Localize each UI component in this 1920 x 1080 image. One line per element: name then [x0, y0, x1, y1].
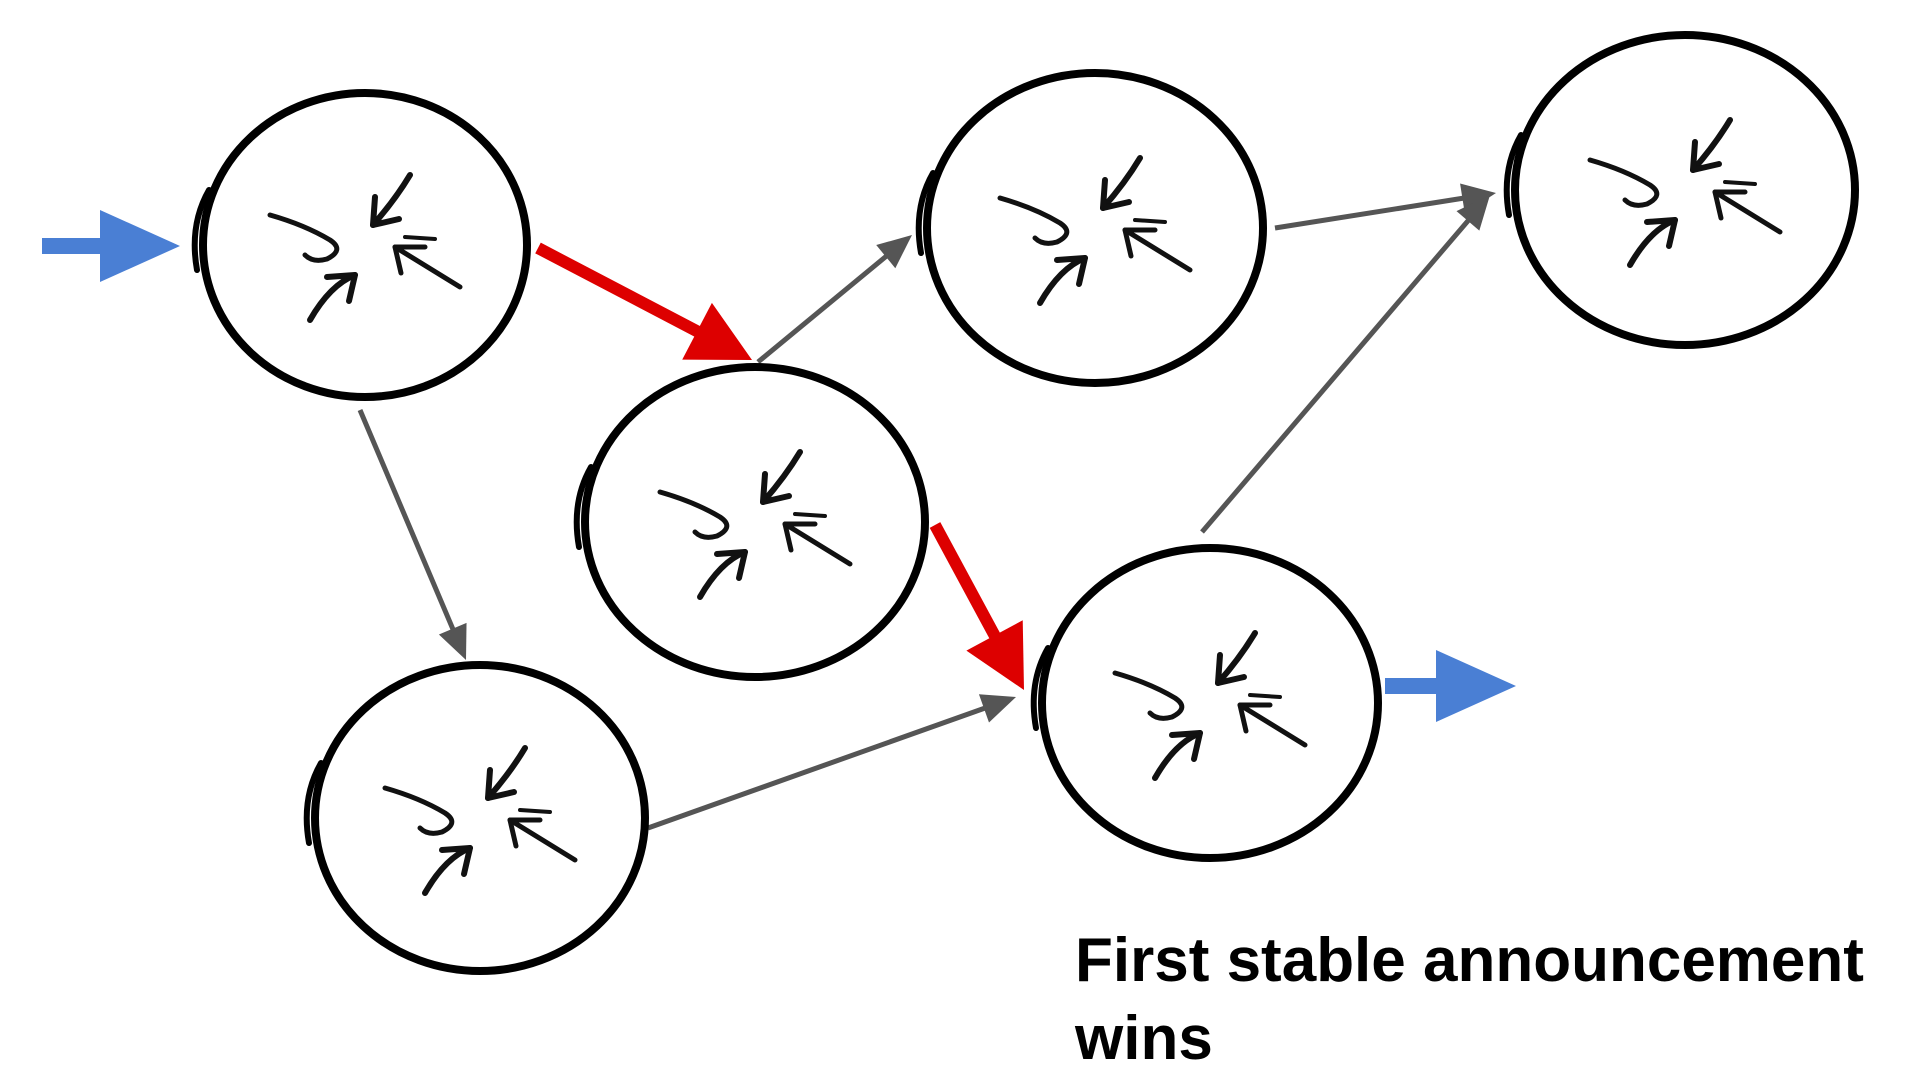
link-r5-r6-head [978, 694, 1016, 723]
link-r3-r2-head [876, 235, 912, 269]
router-node-r4 [1503, 31, 1859, 349]
router-outline [1038, 544, 1382, 862]
link-r6-r4-head [1456, 195, 1490, 231]
router-outline [199, 89, 531, 401]
link-r3-r6-head [966, 620, 1024, 690]
link-r3-r2-arrow [756, 235, 912, 364]
link-r6-r4-shaft [1200, 217, 1472, 534]
link-r5-r6-shaft [647, 705, 987, 831]
link-r6-out-arrow [1385, 650, 1516, 722]
router-outline-tail [915, 170, 936, 256]
router-outline [1511, 31, 1859, 349]
link-r6-r4-arrow [1200, 195, 1490, 534]
link-r1-r3-shaft [535, 242, 702, 338]
router-outline [311, 661, 649, 975]
router-node-r3 [573, 363, 929, 681]
link-r1-r5-arrow [357, 409, 467, 660]
link-r5-r6-arrow [647, 694, 1016, 831]
router-outline-tail [303, 760, 324, 846]
link-r2-r4-arrow [1274, 183, 1496, 231]
router-outline [923, 69, 1267, 387]
link-in-r1-head [100, 210, 180, 282]
router-outline [581, 363, 929, 681]
link-r1-r5-shaft [357, 409, 456, 632]
router-node-r6 [1030, 544, 1382, 862]
router-node-r1 [191, 89, 531, 401]
link-r1-r3-head [682, 302, 752, 360]
link-r1-r5-head [438, 622, 467, 660]
router-outline-tail [1030, 645, 1051, 731]
link-r3-r6-shaft [929, 522, 1001, 641]
link-r3-r2-shaft [756, 253, 889, 364]
link-r1-r3-arrow [535, 242, 752, 360]
router-outline-tail [573, 464, 594, 550]
router-outline-tail [1503, 132, 1524, 218]
link-r6-out-head [1436, 650, 1516, 722]
link-r2-r4-shaft [1274, 195, 1465, 231]
router-node-r5 [303, 661, 649, 975]
caption-text: First stable announcement wins [1075, 926, 1864, 1073]
link-in-r1-arrow [42, 210, 180, 282]
router-outline-tail [191, 187, 212, 273]
router-node-r2 [915, 69, 1267, 387]
link-r3-r6-arrow [929, 522, 1024, 690]
